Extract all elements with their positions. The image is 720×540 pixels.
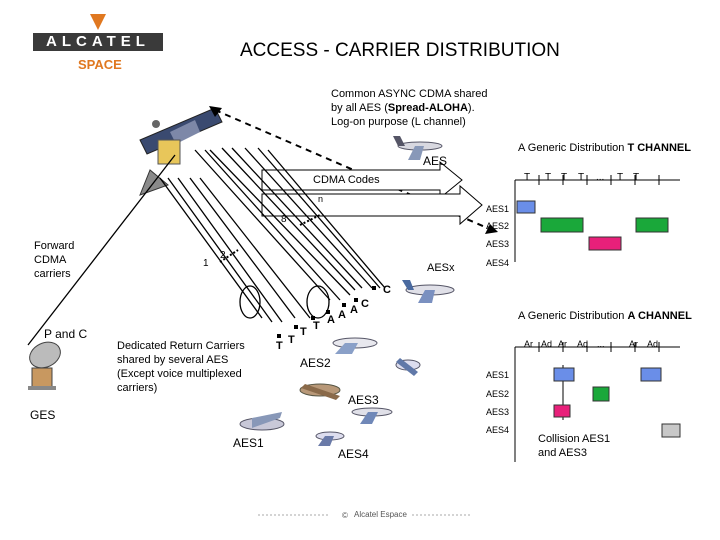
- cone-t-2: T: [288, 334, 295, 346]
- airplane-icon: [332, 337, 378, 354]
- code-2-label: 2: [220, 250, 226, 261]
- c-label-mid: C: [361, 298, 369, 310]
- t-row-label: AES4: [486, 258, 510, 268]
- airplane-icon: [299, 383, 341, 400]
- t-slot-label: T: [633, 172, 640, 183]
- beam-ellipse: [239, 285, 261, 319]
- logo-subtitle: SPACE: [78, 57, 122, 72]
- a-row-label: AES4: [486, 425, 510, 435]
- aes4-plane-label: AES4: [338, 447, 369, 461]
- page-title: ACCESS - CARRIER DISTRIBUTION: [240, 40, 560, 61]
- t-channel-timeline: [514, 175, 680, 262]
- svg-text:©: ©: [342, 511, 348, 520]
- slot-aes2: [592, 386, 610, 402]
- async-note-line2: by all AES (Spread-ALOHA).: [331, 102, 475, 114]
- a-slot-label: Ar: [558, 339, 567, 349]
- cone-a-2: A: [338, 309, 346, 321]
- cone-t-3: T: [300, 326, 307, 338]
- t-slot-label: ...: [596, 172, 605, 183]
- a-row-label: AES1: [486, 370, 510, 380]
- aes1-plane-label: AES1: [233, 436, 264, 450]
- a-channel-title: A Generic Distribution A CHANNEL: [518, 310, 692, 322]
- a-row-label: AES3: [486, 407, 510, 417]
- slot-aes2: [540, 217, 584, 233]
- airplane-icon: [395, 358, 421, 376]
- code-8-label: 8: [281, 214, 287, 225]
- t-slot-label: T: [545, 172, 552, 183]
- ground-station-dish-icon: [28, 341, 61, 390]
- dedicated-note-line1: Dedicated Return Carriers: [117, 340, 245, 352]
- dedicated-note-line2: shared by several AES: [117, 354, 229, 366]
- cone-a-1: A: [327, 314, 335, 326]
- airplane-icon: [351, 407, 393, 424]
- airplane-icon: [239, 412, 285, 431]
- t-slot-label: T: [578, 172, 585, 183]
- a-slot-label: Ad: [647, 339, 659, 349]
- code-1-label: 1: [203, 258, 209, 269]
- forward-label-line1: Forward: [34, 240, 75, 252]
- forward-label-line2: CDMA: [34, 254, 67, 266]
- a-slot-label: ...: [597, 339, 605, 349]
- logo-bar: [33, 33, 163, 51]
- t-slot-label: T: [561, 172, 568, 183]
- aes-top-label: AES: [423, 154, 448, 168]
- t-slot-label: T: [524, 172, 531, 183]
- a-row-label: AES2: [486, 389, 510, 399]
- t-channel-big-arrow: [261, 160, 463, 200]
- slot-aes3: [553, 404, 571, 418]
- c-label-right: C: [383, 284, 391, 296]
- a-slot-label: Ad: [577, 339, 589, 349]
- slot-aes1: [516, 200, 536, 214]
- a-slot-label: Ar: [524, 339, 533, 349]
- dedicated-note-line3: (Except voice multiplexed: [117, 368, 242, 380]
- logo-triangle-icon: [90, 14, 106, 30]
- code-n-label: n: [318, 194, 324, 204]
- cone-t-1: T: [276, 340, 283, 352]
- airplane-icon: [393, 136, 443, 160]
- slot-aes1: [553, 367, 575, 382]
- aes2-plane-label: AES2: [300, 356, 331, 370]
- slot-aes3: [588, 236, 622, 251]
- t-row-label: AES3: [486, 239, 510, 249]
- beam-ellipse: [306, 285, 330, 319]
- logo-text: ALCATEL: [46, 33, 150, 50]
- a-slot-label: Ar: [629, 339, 638, 349]
- t-channel-title: A Generic Distribution T CHANNEL: [518, 142, 691, 154]
- t-row-label: AES2: [486, 221, 510, 231]
- forward-carrier-rays: [27, 147, 386, 346]
- collision-note-line2: and AES3: [538, 447, 587, 459]
- dedicated-note-line4: carriers): [117, 382, 158, 394]
- collision-note-line1: Collision AES1: [538, 433, 611, 445]
- forward-label-line3: carriers: [34, 268, 71, 280]
- slot-aes2: [635, 217, 669, 233]
- t-slot-label: T: [617, 172, 624, 183]
- aesx-label: AESx: [427, 262, 455, 274]
- async-note-line3: Log-on purpose (L channel): [331, 116, 466, 128]
- cone-a-3: A: [350, 304, 358, 316]
- slot-aes4: [661, 423, 681, 438]
- ges-label: GES: [30, 408, 56, 422]
- satellite-icon: [139, 107, 223, 196]
- codes-big-arrow: [261, 184, 483, 226]
- cone-t-4: T: [313, 320, 320, 332]
- cdma-codes-label: CDMA Codes: [313, 174, 380, 186]
- p-and-c-label: P and C: [44, 327, 88, 341]
- slot-aes1: [640, 367, 662, 382]
- async-note-line1: Common ASYNC CDMA shared: [331, 88, 488, 100]
- footer-company: Alcatel Espace: [354, 510, 407, 519]
- t-row-label: AES1: [486, 204, 510, 214]
- a-slot-label: Ad: [541, 339, 553, 349]
- airplane-icon: [402, 280, 455, 303]
- airplane-icon: [315, 431, 345, 446]
- aes3-plane-label: AES3: [348, 393, 379, 407]
